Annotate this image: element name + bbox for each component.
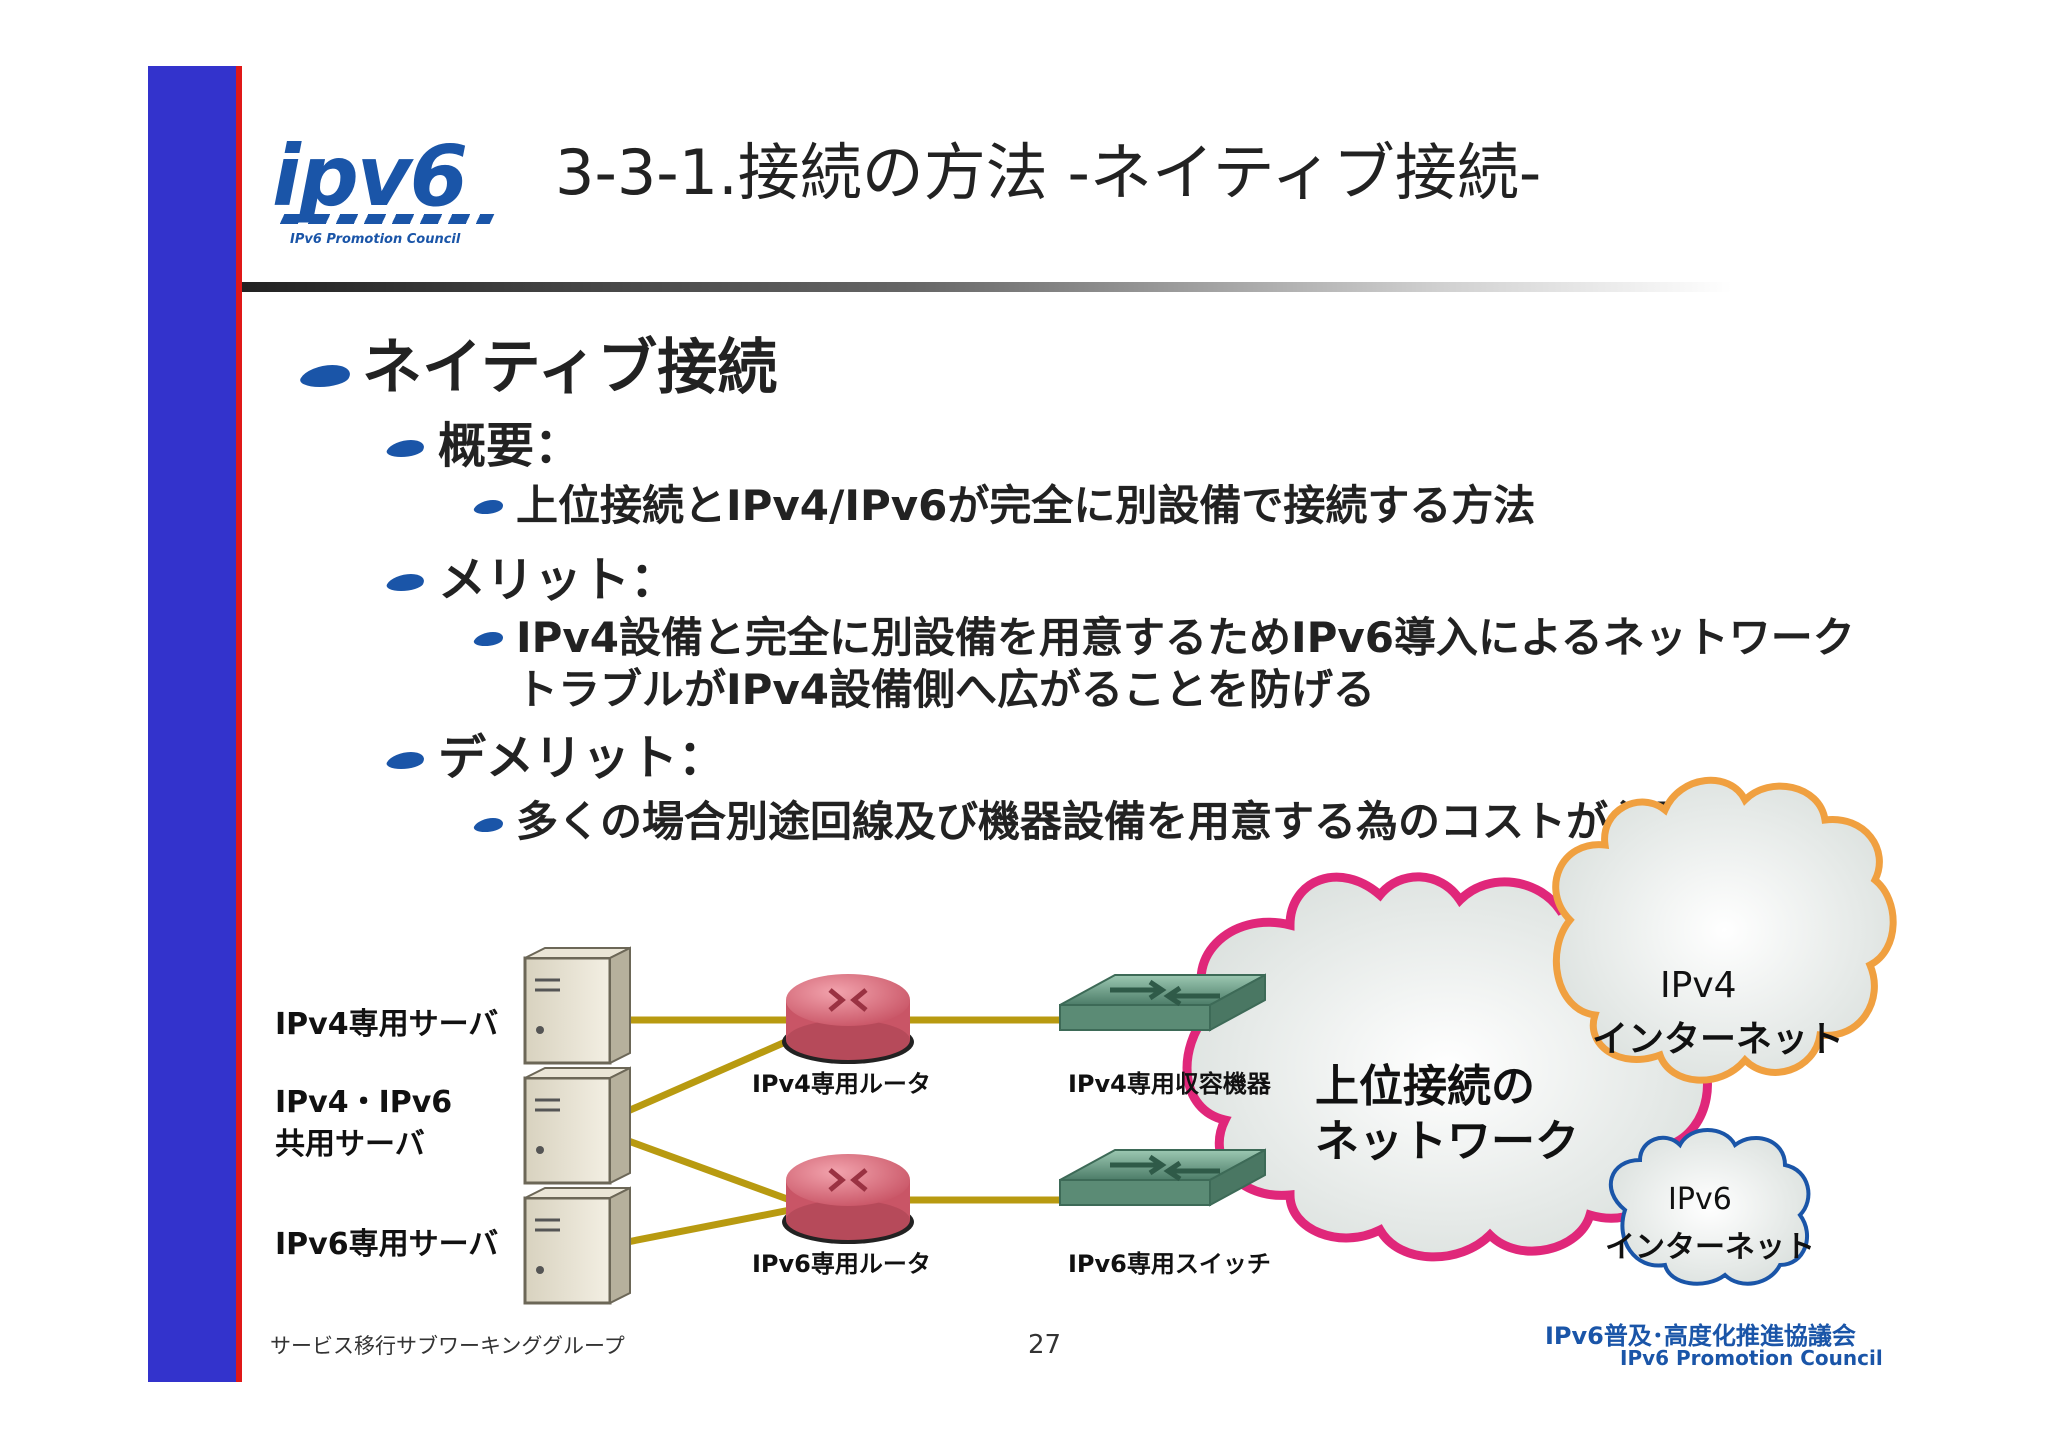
upstream-label-1: 上位接続の (1315, 1061, 1535, 1112)
overview-label: 概要： (438, 418, 583, 474)
page-title: 3-3-1.接続の方法 -ネイティブ接続- (555, 136, 1542, 209)
demerit-label: デメリット： (438, 730, 727, 786)
ipv6-logo: ipv6 (272, 127, 468, 225)
server-icon (523, 946, 631, 1065)
upstream-label-2: ネットワーク (1315, 1116, 1579, 1167)
server-shared-label-1: IPv4・IPv6 (275, 1085, 453, 1120)
router-icon (782, 974, 914, 1064)
server-icon (523, 1066, 631, 1185)
merit-text-line2: トラブルがIPv4設備側へ広がることを防げる (516, 665, 1376, 714)
header-underline (242, 282, 1732, 292)
footer-org-ja: IPv6普及･高度化推進協議会 (1545, 1322, 1856, 1350)
demerit-text: 多くの場合別途回線及び機器設備を用意する為のコストが必要 (516, 797, 1693, 846)
router-v6-label: IPv6専用ルータ (752, 1250, 931, 1278)
merit-text-line1: IPv4設備と完全に別設備を用意するためIPv6導入によるネットワーク (516, 613, 1855, 662)
section-heading: ネイティブ接続 (362, 333, 778, 403)
footer-group-name: サービス移行サブワーキンググループ (270, 1334, 625, 1358)
server-icon (523, 1186, 631, 1305)
switch-icon (1059, 973, 1266, 1032)
red-divider-line (236, 66, 242, 1382)
logo-subtitle: IPv6 Promotion Council (290, 232, 461, 247)
internet-v6-label-1: IPv6 (1668, 1182, 1732, 1217)
switch-icon (1059, 1148, 1266, 1207)
internet-v6-cloud (1608, 1128, 1811, 1286)
network-links (610, 1016, 1065, 1249)
server-v4-label: IPv4専用サーバ (275, 1007, 499, 1042)
internet-v6-label-2: インターネット (1605, 1230, 1815, 1265)
merit-label: メリット： (438, 552, 679, 608)
router-icon (782, 1154, 914, 1244)
switch-v6-label: IPv6専用スイッチ (1068, 1250, 1271, 1278)
internet-v4-cloud (1552, 776, 1897, 1084)
page-number: 27 (1028, 1330, 1062, 1360)
overview-text: 上位接続とIPv4/IPv6が完全に別設備で接続する方法 (516, 481, 1536, 530)
footer-org-en: IPv6 Promotion Council (1620, 1346, 1883, 1370)
server-shared-label-2: 共用サーバ (275, 1127, 425, 1162)
switch-v4-label: IPv4専用収容機器 (1068, 1070, 1271, 1098)
server-v6-label: IPv6専用サーバ (275, 1227, 499, 1262)
internet-v4-label-2: インターネット (1592, 1019, 1845, 1060)
internet-v4-label-1: IPv4 (1660, 965, 1737, 1006)
router-v4-label: IPv4専用ルータ (752, 1070, 931, 1098)
left-accent-bar (148, 66, 236, 1382)
